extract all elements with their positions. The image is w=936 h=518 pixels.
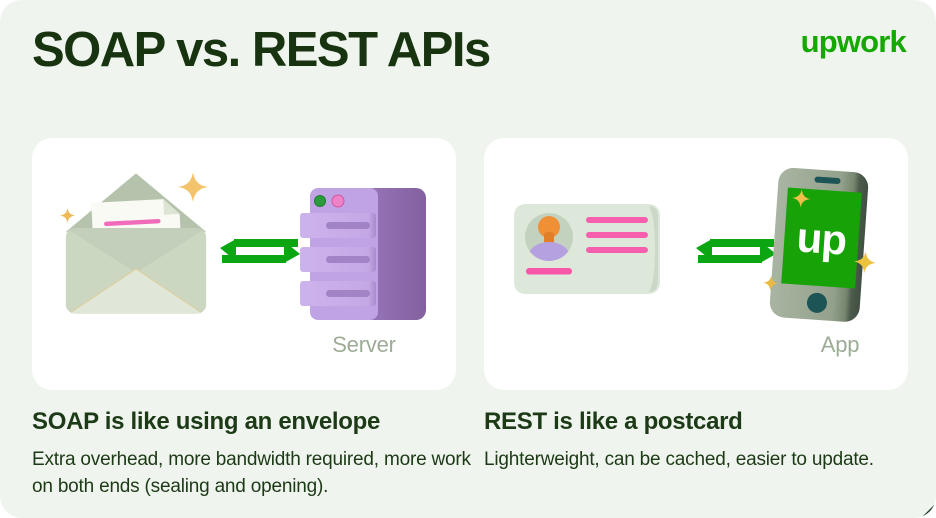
- sparkle-icon: [763, 189, 876, 291]
- postcard-icon: [514, 204, 660, 294]
- phone-icon: up: [763, 167, 876, 322]
- server-label: Server: [332, 332, 396, 357]
- sparkle-icon: [60, 208, 75, 223]
- app-label: App: [820, 332, 860, 357]
- soap-card: Server: [32, 138, 456, 390]
- soap-heading: SOAP is like using an envelope: [32, 408, 381, 435]
- rest-heading: REST is like a postcard: [484, 408, 743, 435]
- sync-arrows-icon: [696, 239, 776, 263]
- upwork-logo: upwork: [800, 24, 907, 59]
- sparkle-icon: [178, 172, 208, 202]
- sync-arrows-icon: [220, 239, 300, 263]
- phone-up-logo: up: [795, 213, 847, 263]
- soap-description: Extra overhead, more bandwidth required,…: [32, 449, 471, 497]
- soap-caption: SOAP is like using an envelope Extra ove…: [32, 408, 484, 501]
- rest-caption: REST is like a postcard Lighterweight, c…: [484, 408, 936, 474]
- server-icon: [300, 188, 426, 320]
- rest-card: up App: [484, 138, 908, 390]
- page-title: SOAP vs. REST APIs: [32, 23, 491, 77]
- rest-description: Lighterweight, can be cached, easier to …: [484, 449, 874, 470]
- envelope-icon: [65, 173, 207, 314]
- page-corner-fold: [921, 503, 936, 518]
